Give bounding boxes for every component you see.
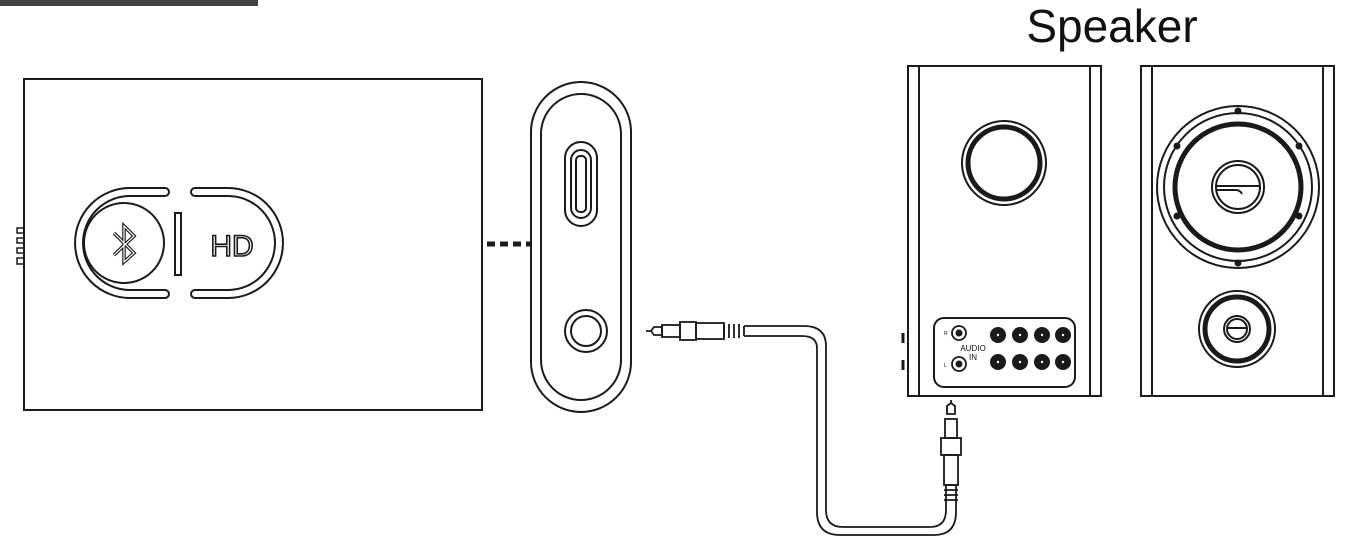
jack-r-icon (951, 325, 967, 341)
audio-cable (646, 321, 962, 536)
left-speaker (901, 65, 1102, 397)
hd-label: HD (210, 230, 253, 263)
jack-r-label: R (944, 331, 948, 337)
tv-side-ridge (16, 227, 24, 265)
bluetooth-adapter (530, 81, 632, 413)
tv-device (16, 78, 483, 411)
terminal-grid (990, 327, 1071, 370)
speaker-title: Speaker (1026, 0, 1197, 52)
header-tab (0, 0, 258, 6)
bluetooth-hd-badge (74, 187, 284, 299)
usb-c-port-icon (564, 141, 598, 227)
driver-icon (1198, 290, 1276, 368)
aux-port-icon (564, 309, 608, 353)
jack-l-label: L (944, 363, 947, 369)
right-speaker (1140, 65, 1335, 397)
woofer-icon (1156, 105, 1320, 269)
bluetooth-icon (112, 221, 137, 266)
jack-l-icon (951, 356, 967, 372)
audio-in-panel (933, 317, 1076, 388)
audio-in-label-line2: IN (969, 353, 977, 362)
tweeter-icon (961, 120, 1047, 206)
audio-in-label-line1: AUDIO (960, 344, 985, 353)
